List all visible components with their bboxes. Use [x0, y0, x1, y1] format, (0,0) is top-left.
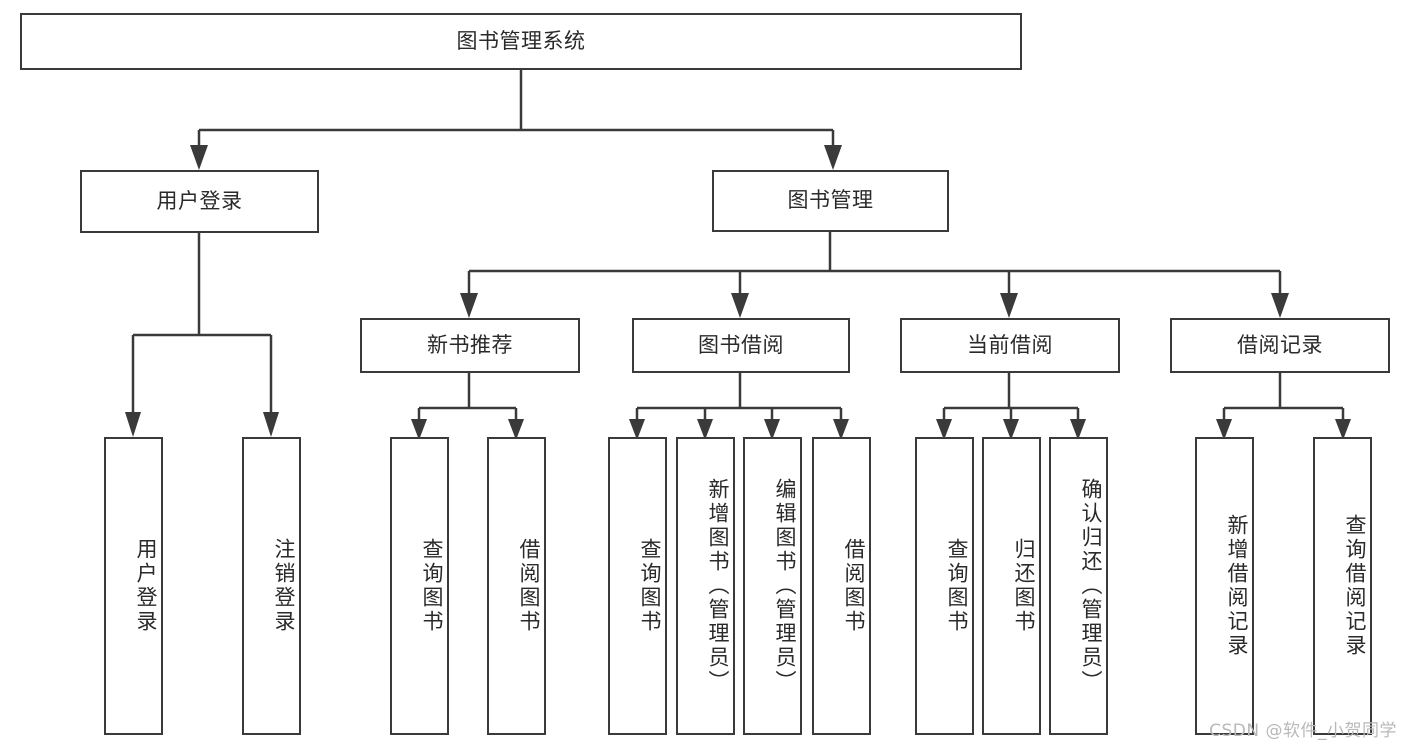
- leaf-borrow-query-book[interactable]: 查询图书: [608, 437, 667, 735]
- node-label: 确认归还（管理员）: [1079, 478, 1103, 694]
- node-label: 归还图书: [1012, 538, 1036, 634]
- node-label: 图书借阅: [698, 332, 784, 357]
- node-label: 查询图书: [945, 538, 969, 634]
- leaf-record-query[interactable]: 查询借阅记录: [1313, 437, 1372, 735]
- arrowhead-borrow: [731, 293, 749, 318]
- node-label: 当前借阅: [967, 332, 1053, 357]
- node-label: 新增图书（管理员）: [706, 478, 730, 694]
- leaf-current-confirm-return[interactable]: 确认归还（管理员）: [1049, 437, 1108, 735]
- arrowhead-newbook: [460, 293, 478, 318]
- arrowhead-login-leaf-1: [125, 412, 141, 437]
- node-label: 编辑图书（管理员）: [773, 478, 797, 694]
- node-label: 新书推荐: [427, 332, 513, 357]
- node-borrow-record[interactable]: 借阅记录: [1170, 318, 1390, 373]
- leaf-borrow-borrow-book[interactable]: 借阅图书: [812, 437, 871, 735]
- node-current-borrow[interactable]: 当前借阅: [900, 318, 1120, 373]
- leaf-user-login-login[interactable]: 用户登录: [104, 437, 163, 735]
- node-user-login[interactable]: 用户登录: [80, 170, 319, 233]
- node-label: 查询图书: [420, 538, 444, 634]
- node-label: 借阅图书: [517, 538, 541, 634]
- leaf-new-book-borrow[interactable]: 借阅图书: [487, 437, 546, 735]
- leaf-user-login-logout[interactable]: 注销登录: [242, 437, 301, 735]
- node-label: 新增借阅记录: [1225, 514, 1249, 658]
- leaf-current-return-book[interactable]: 归还图书: [982, 437, 1041, 735]
- node-label: 借阅图书: [842, 538, 866, 634]
- arrowhead-login: [190, 145, 208, 170]
- node-book-management[interactable]: 图书管理: [712, 170, 949, 232]
- node-label: 用户登录: [156, 188, 243, 213]
- node-book-borrow[interactable]: 图书借阅: [632, 318, 850, 373]
- node-label: 借阅记录: [1237, 332, 1323, 357]
- leaf-borrow-add-book[interactable]: 新增图书（管理员）: [676, 437, 735, 735]
- node-label: 用户登录: [134, 538, 158, 634]
- node-root-system[interactable]: 图书管理系统: [20, 13, 1022, 70]
- node-label: 注销登录: [272, 538, 296, 634]
- node-label: 查询借阅记录: [1343, 514, 1367, 658]
- arrowhead-login-leaf-2: [263, 412, 279, 437]
- node-label: 图书管理系统: [456, 28, 586, 53]
- arrowhead-bookmgmt: [824, 145, 842, 170]
- arrowhead-record: [1271, 293, 1289, 318]
- watermark-text: CSDN @软件_小贺同学: [1209, 721, 1397, 741]
- leaf-current-query-book[interactable]: 查询图书: [915, 437, 974, 735]
- node-label: 图书管理: [787, 188, 874, 213]
- leaf-borrow-edit-book[interactable]: 编辑图书（管理员）: [743, 437, 802, 735]
- node-new-book-recommend[interactable]: 新书推荐: [360, 318, 580, 373]
- arrowhead-current: [1000, 293, 1018, 318]
- node-label: 查询图书: [638, 538, 662, 634]
- leaf-record-add[interactable]: 新增借阅记录: [1195, 437, 1254, 735]
- leaf-new-book-query[interactable]: 查询图书: [390, 437, 449, 735]
